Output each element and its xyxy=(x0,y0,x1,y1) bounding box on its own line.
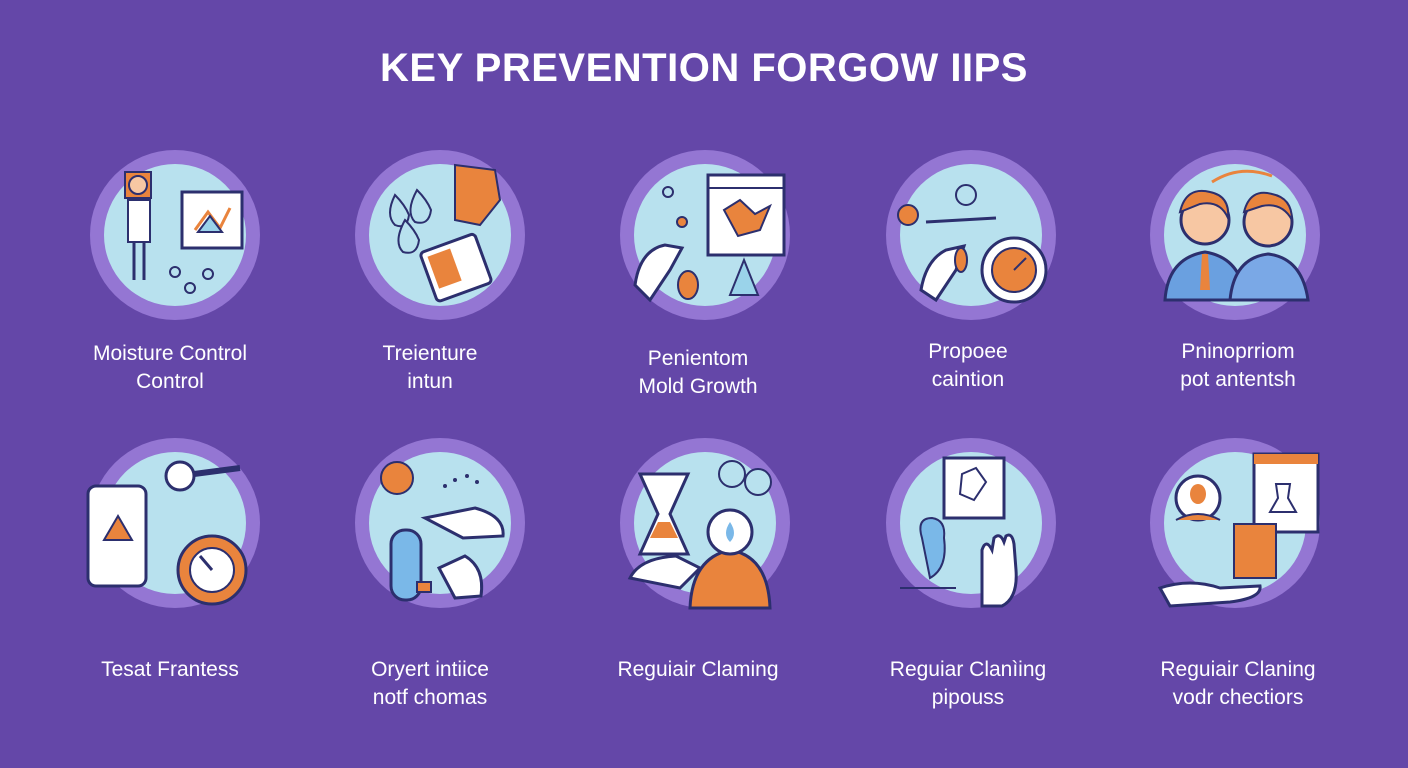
tip-line: Reguiair Claning xyxy=(1160,658,1316,681)
clipboard-hand-icon xyxy=(1150,438,1320,608)
tip-line: Treienture xyxy=(382,342,478,365)
tip-label-7: Oryert intiice notf chomas xyxy=(300,656,560,712)
tip-label-9: Reguiar Clanìing pipouss xyxy=(838,656,1098,712)
tip-line: Mold Growth xyxy=(638,375,758,398)
gauge-hand-icon xyxy=(886,150,1056,320)
spray-hand-icon xyxy=(355,438,525,608)
tip-label-10: Reguiair Claning vodr chectiors xyxy=(1108,656,1368,712)
tip-line: Moisture Control xyxy=(92,342,248,365)
tip-label-8: Reguiair Claming xyxy=(568,656,828,684)
tip-label-3: Penientom Mold Growth xyxy=(568,345,828,401)
tip-line: Propoee xyxy=(928,340,1008,363)
presenter-chart-icon xyxy=(90,150,260,320)
tip-line: Control xyxy=(136,370,204,393)
tip-line: caintion xyxy=(931,368,1005,391)
tip-label-4: Propoee caintion xyxy=(838,338,1098,394)
tip-label-5: Pninoprriom pot antentsh xyxy=(1108,338,1368,394)
tip-label-2: Treienture intun xyxy=(300,340,560,396)
page-title: KEY PREVENTION FORGOW IIPS xyxy=(380,46,1028,90)
tip-line: Oryert intiice xyxy=(371,658,489,681)
tip-line: pipouss xyxy=(931,686,1005,709)
tip-line: pot antentsh xyxy=(1180,368,1296,391)
hourglass-person-icon xyxy=(620,438,790,610)
tip-line: Penientom xyxy=(647,347,749,370)
tip-label-6: Tesat Frantess xyxy=(40,656,300,684)
tip-line: Pninoprriom xyxy=(1181,340,1295,363)
tip-line: Tesat Frantess xyxy=(101,658,239,681)
people-icon xyxy=(1150,150,1320,320)
tip-line: vodr chectiors xyxy=(1172,686,1304,709)
tablet-gear-icon xyxy=(86,438,260,608)
board-hand-icon xyxy=(886,438,1056,608)
tip-line: intun xyxy=(407,370,453,393)
hand-mold-icon xyxy=(620,150,790,320)
tip-line: notf chomas xyxy=(372,686,488,709)
water-drops-icon xyxy=(355,150,525,320)
tip-line: Reguiair Claming xyxy=(617,658,779,681)
tip-label-1: Moisture Control Control xyxy=(40,340,300,396)
tip-line: Reguiar Clanìing xyxy=(889,658,1047,681)
